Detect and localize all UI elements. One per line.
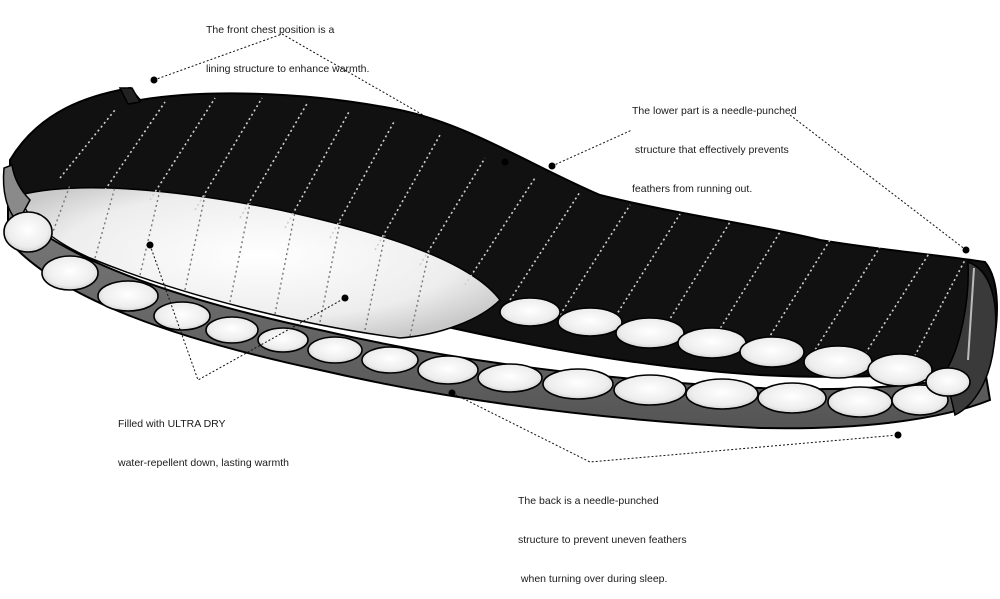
cutaway-stitches [49, 184, 431, 337]
label-back-line-2: structure to prevent uneven feathers [518, 534, 687, 546]
label-filled-line-2: water-repellent down, lasting warmth [118, 457, 289, 469]
label-front-chest-line-2: lining structure to enhance warmth. [206, 63, 370, 75]
zipper-line [967, 267, 975, 361]
leader-dots [146, 76, 970, 439]
leader-lines [149, 33, 967, 463]
stitch-lines [59, 97, 966, 366]
label-back: The back is a needle-punched structure t… [518, 469, 687, 599]
label-lower-part-line-2: structure that effectively prevents [632, 144, 789, 156]
sleeping-bag-diagram: The front chest position is a lining str… [2, 0, 998, 585]
hood-opening [2, 163, 31, 224]
bag-hood-notch [118, 87, 142, 105]
label-front-chest-line-1: The front chest position is a [206, 24, 335, 36]
label-lower-part-line-3: feathers from running out. [632, 183, 753, 195]
back-baffles [3, 211, 949, 418]
down-cutaway [19, 187, 501, 339]
front-baffles [499, 297, 971, 397]
label-filled-line-1: Filled with ULTRA DRY [118, 418, 226, 430]
label-back-line-1: The back is a needle-punched [518, 495, 659, 507]
label-lower-part-line-1: The lower part is a needle-punched [632, 105, 797, 117]
label-lower-part: The lower part is a needle-punched struc… [632, 79, 797, 209]
label-front-chest: The front chest position is a lining str… [206, 0, 369, 89]
label-filled: Filled with ULTRA DRY water-repellent do… [118, 392, 289, 483]
label-back-line-3: when turning over during sleep. [518, 573, 668, 585]
